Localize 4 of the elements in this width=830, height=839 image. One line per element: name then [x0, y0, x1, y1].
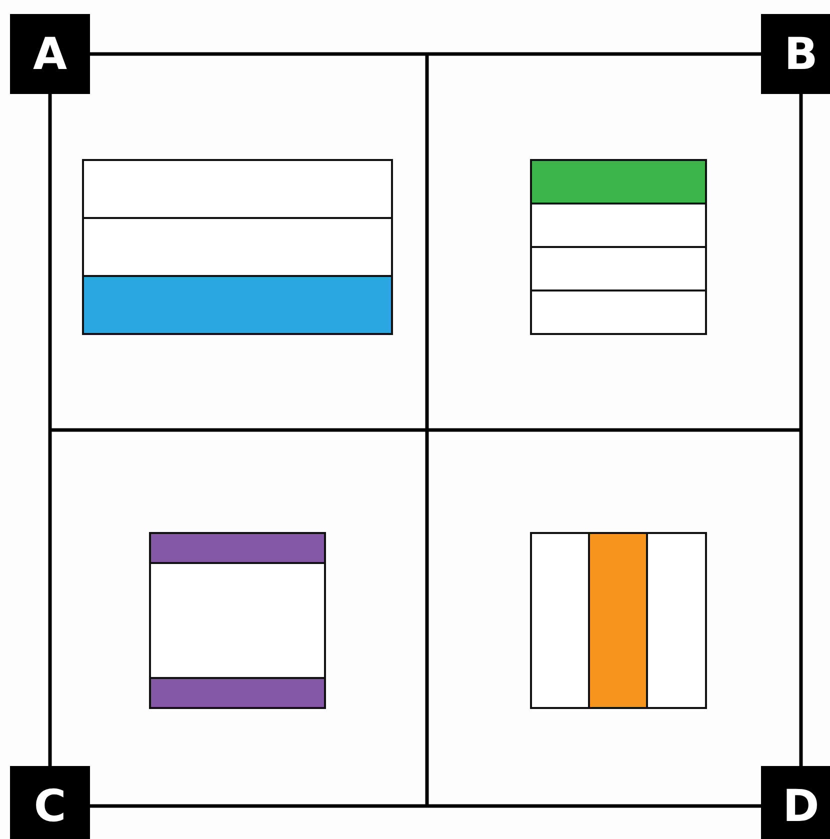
- corner-label: A: [10, 14, 90, 94]
- corner-label: D: [761, 766, 830, 839]
- corner-label: B: [761, 14, 830, 94]
- corner-label: C: [10, 766, 90, 839]
